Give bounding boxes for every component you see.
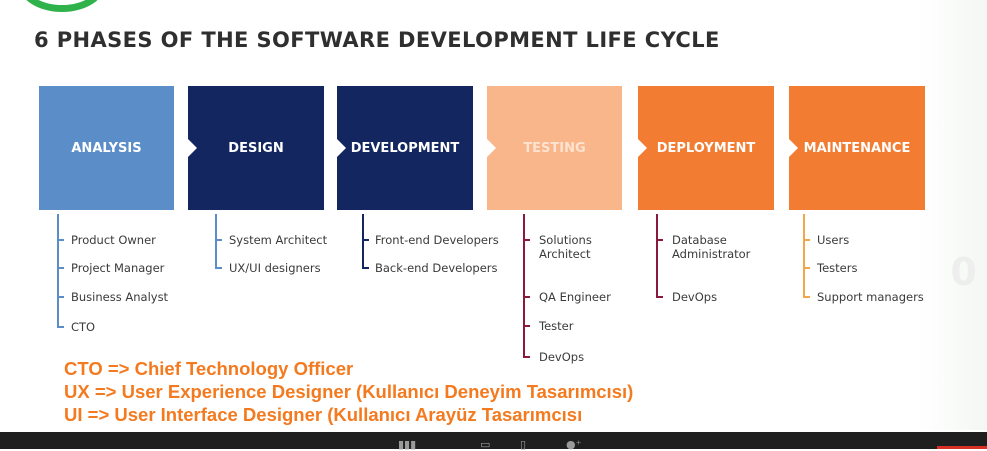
connector-tick: [523, 239, 530, 241]
connector-line: [215, 214, 217, 268]
screen-icon[interactable]: ▭: [480, 438, 491, 451]
phase-analysis-label: ANALYSIS: [71, 140, 142, 156]
phase-testing: TESTING: [487, 86, 622, 210]
role-system-architect: System Architect: [229, 233, 328, 247]
arrow-notch-icon: [487, 139, 496, 157]
connector-line: [362, 214, 364, 268]
background-shade: [917, 0, 987, 430]
connector-line: [803, 214, 805, 297]
role-testers: Testers: [817, 261, 858, 275]
role-support-managers: Support managers: [817, 290, 924, 304]
connector-tick: [57, 267, 64, 269]
role-product-owner: Product Owner: [71, 233, 156, 247]
connector-tick: [362, 267, 369, 269]
role-business-analyst: Business Analyst: [71, 290, 169, 304]
connector-line: [57, 214, 59, 327]
signal-icon[interactable]: ▮▮▮: [398, 438, 417, 451]
connector-tick: [215, 239, 222, 241]
note-ux: UX => User Experience Designer (Kullanıc…: [64, 381, 634, 402]
connector-tick: [656, 239, 663, 241]
role-tester: Tester: [539, 319, 574, 333]
phase-deployment-label: DEPLOYMENT: [656, 140, 756, 156]
arrow-notch-icon: [638, 139, 647, 157]
role-devops-deployment: DevOps: [672, 290, 718, 304]
connector-tick: [215, 267, 222, 269]
connector-tick: [523, 296, 530, 298]
page-title: 6 PHASES OF THE SOFTWARE DEVELOPMENT LIF…: [34, 28, 720, 52]
connector-tick: [57, 326, 64, 328]
phase-development: DEVELOPMENT: [337, 86, 473, 210]
role-solutions-architect-label: Solutions Architect: [539, 233, 592, 261]
logo-icon: [18, 0, 106, 12]
role-project-manager: Project Manager: [71, 261, 165, 275]
phase-design: DESIGN: [188, 86, 324, 210]
phase-deployment: DEPLOYMENT: [638, 86, 774, 210]
role-database-administrator: Database Administrator: [672, 233, 772, 261]
connector-tick: [57, 239, 64, 241]
layout-icon[interactable]: ▯: [520, 438, 527, 451]
connector-tick: [803, 239, 810, 241]
connector-tick: [656, 296, 663, 298]
abbreviation-notes: CTO => Chief Technology Officer UX => Us…: [64, 357, 633, 426]
note-ui: UI => User Interface Designer (Kullanıcı…: [64, 404, 583, 425]
add-user-icon[interactable]: ●⁺: [566, 438, 582, 451]
phase-design-label: DESIGN: [228, 140, 284, 156]
background-digit: 0: [950, 250, 977, 294]
role-back-end-developers: Back-end Developers: [375, 261, 498, 275]
role-solutions-architect: Solutions Architect: [539, 233, 619, 261]
note-cto: CTO => Chief Technology Officer: [64, 358, 354, 379]
role-ux-ui-designers: UX/UI designers: [229, 261, 321, 275]
connector-line: [523, 214, 525, 357]
phase-analysis: ANALYSIS: [39, 86, 174, 210]
connector-tick: [523, 325, 530, 327]
connector-tick: [362, 239, 369, 241]
phase-maintenance-label: MAINTENANCE: [803, 140, 911, 156]
connector-line: [656, 214, 658, 297]
role-devops-testing: DevOps: [539, 350, 585, 364]
connector-tick: [803, 267, 810, 269]
phase-development-label: DEVELOPMENT: [350, 140, 460, 156]
role-front-end-developers: Front-end Developers: [375, 233, 499, 247]
arrow-notch-icon: [789, 139, 798, 157]
connector-tick: [57, 296, 64, 298]
role-users: Users: [817, 233, 850, 247]
arrow-notch-icon: [188, 139, 197, 157]
role-qa-engineer: QA Engineer: [539, 290, 611, 304]
phase-maintenance: MAINTENANCE: [789, 86, 925, 210]
connector-tick: [523, 356, 530, 358]
player-control-bar[interactable]: [0, 432, 987, 449]
phase-testing-label: TESTING: [523, 140, 586, 156]
arrow-notch-icon: [337, 139, 346, 157]
connector-tick: [803, 296, 810, 298]
role-database-administrator-label: Database Administrator: [672, 233, 751, 261]
role-cto: CTO: [71, 320, 96, 334]
end-button[interactable]: [937, 446, 987, 449]
